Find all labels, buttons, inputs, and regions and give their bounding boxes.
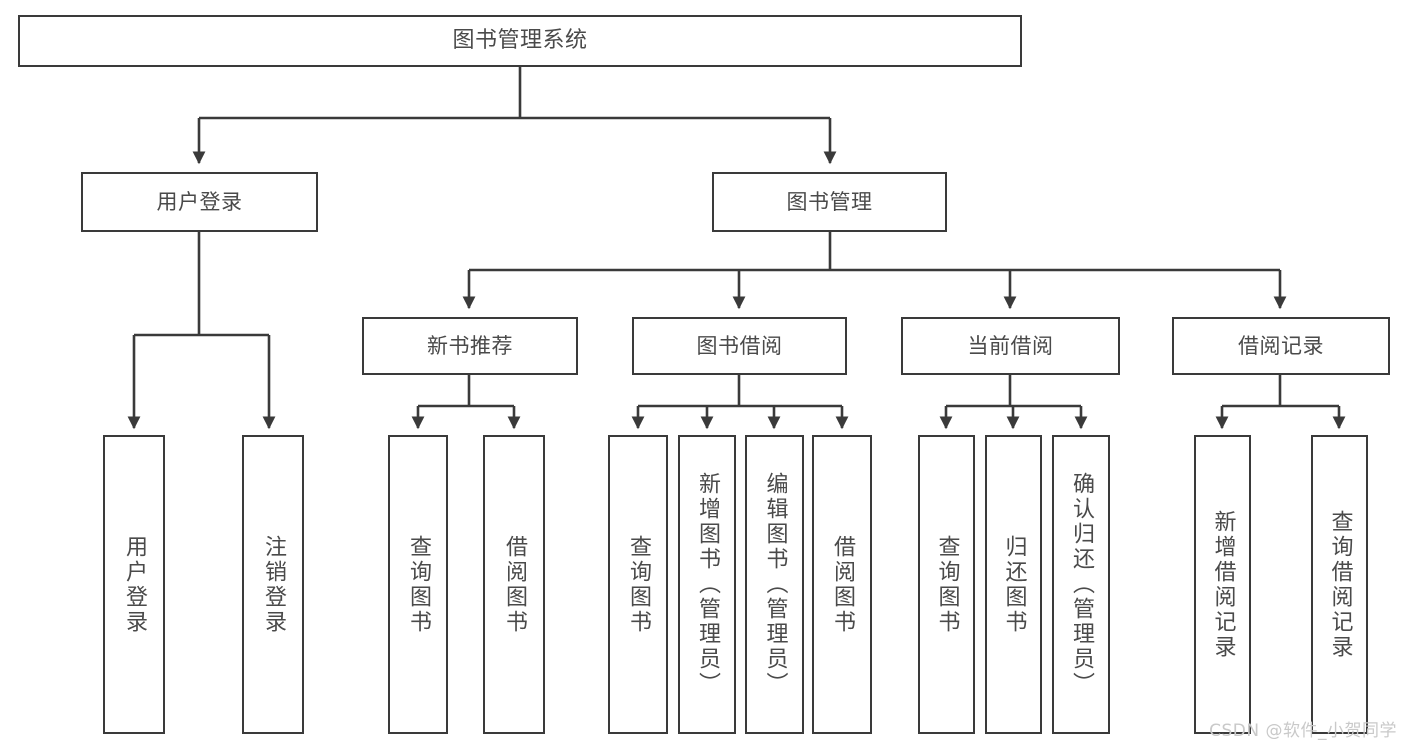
node-label: 当前借阅: [967, 333, 1054, 358]
node-current-borrow[interactable]: 当前借阅: [901, 317, 1120, 375]
node-user-login[interactable]: 用户登录: [81, 172, 318, 232]
leaf-query-book-current[interactable]: 查询图书: [918, 435, 975, 734]
leaf-add-book-admin[interactable]: 新增图书（管理员）: [678, 435, 736, 734]
node-label: 注销登录: [261, 534, 286, 635]
node-label: 借阅记录: [1238, 333, 1324, 358]
node-label: 新书推荐: [427, 333, 513, 358]
node-new-book-recommend[interactable]: 新书推荐: [362, 317, 578, 375]
node-label: 新增借阅记录: [1210, 509, 1236, 660]
leaf-borrow-book[interactable]: 借阅图书: [812, 435, 872, 734]
node-label: 用户登录: [156, 189, 243, 214]
node-label: 查询图书: [626, 534, 651, 635]
leaf-borrow-book-recommend[interactable]: 借阅图书: [483, 435, 545, 734]
node-label: 新增图书（管理员）: [695, 472, 720, 697]
leaf-logout[interactable]: 注销登录: [242, 435, 304, 734]
node-label: 用户登录: [122, 534, 147, 635]
leaf-confirm-return-admin[interactable]: 确认归还（管理员）: [1052, 435, 1110, 734]
leaf-query-book-borrow[interactable]: 查询图书: [608, 435, 668, 734]
leaf-query-book-recommend[interactable]: 查询图书: [388, 435, 448, 734]
leaf-return-book[interactable]: 归还图书: [985, 435, 1042, 734]
leaf-add-borrow-record[interactable]: 新增借阅记录: [1194, 435, 1251, 734]
node-book-borrow[interactable]: 图书借阅: [632, 317, 847, 375]
leaf-query-borrow-record[interactable]: 查询借阅记录: [1311, 435, 1368, 734]
node-label: 确认归还（管理员）: [1069, 472, 1094, 697]
watermark: CSDN @软件_小贺同学: [1209, 721, 1397, 741]
node-label: 查询图书: [934, 534, 960, 635]
node-label: 借阅图书: [830, 534, 855, 635]
leaf-user-login[interactable]: 用户登录: [103, 435, 165, 734]
leaf-edit-book-admin[interactable]: 编辑图书（管理员）: [745, 435, 804, 734]
node-borrow-records[interactable]: 借阅记录: [1172, 317, 1390, 375]
node-label: 借阅图书: [502, 534, 527, 635]
node-label: 编辑图书（管理员）: [762, 472, 788, 697]
node-label: 查询图书: [406, 534, 431, 635]
node-label: 图书管理: [786, 189, 873, 214]
node-book-management[interactable]: 图书管理: [712, 172, 947, 232]
node-root-system[interactable]: 图书管理系统: [18, 15, 1022, 67]
node-label: 图书借阅: [696, 333, 783, 358]
node-label: 图书管理系统: [452, 28, 588, 54]
node-label: 查询借阅记录: [1327, 509, 1353, 660]
node-label: 归还图书: [1001, 534, 1027, 635]
